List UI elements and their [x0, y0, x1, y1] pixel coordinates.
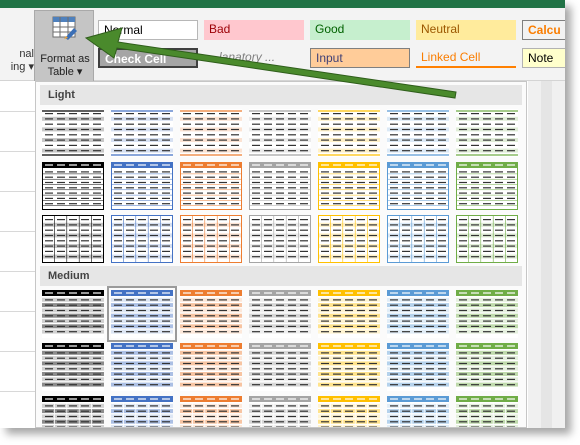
cell-style-normal[interactable]: Normal [98, 20, 198, 40]
excel-window: nal ing ▾ Format as Table ▾ Normal Bad G… [0, 0, 565, 428]
format-as-table-button[interactable]: Format as Table ▾ [34, 10, 94, 84]
table-style-medium-8[interactable] [42, 343, 104, 391]
table-style-medium-16[interactable] [111, 396, 173, 427]
grid-line [0, 351, 38, 352]
grid-line [0, 391, 38, 392]
table-style-medium-11[interactable] [249, 343, 311, 391]
cell-style-note[interactable]: Note [522, 48, 565, 68]
conditional-formatting-label-2: ing ▾ [10, 61, 34, 73]
table-style-medium-19[interactable] [318, 396, 380, 427]
medium-section-header: Medium [40, 266, 522, 286]
grid-line [0, 311, 38, 312]
table-style-gallery: Light Medium [35, 81, 527, 428]
cell-style-calculation[interactable]: Calcu [522, 20, 565, 40]
table-style-medium-10[interactable] [180, 343, 242, 391]
table-style-light-14[interactable] [456, 162, 518, 210]
table-style-light-21[interactable] [456, 215, 518, 263]
table-style-medium-1[interactable] [42, 290, 104, 338]
table-style-light-8[interactable] [42, 162, 104, 210]
table-style-medium-4[interactable] [249, 290, 311, 338]
cell-style-neutral[interactable]: Neutral [416, 20, 516, 40]
table-style-light-1[interactable] [42, 109, 104, 157]
table-style-medium-18[interactable] [249, 396, 311, 427]
table-style-medium-12[interactable] [318, 343, 380, 391]
conditional-formatting-button[interactable]: nal ing ▾ [0, 48, 34, 84]
grid-line [0, 111, 38, 112]
table-style-medium-9[interactable] [111, 343, 173, 391]
cell-style-check-cell[interactable]: Check Cell [98, 48, 198, 68]
table-style-light-7[interactable] [456, 109, 518, 157]
light-section-header: Light [40, 85, 522, 105]
title-strip [0, 0, 565, 8]
table-style-light-12[interactable] [318, 162, 380, 210]
table-style-light-2[interactable] [111, 109, 173, 157]
grid-line [0, 271, 38, 272]
table-style-light-6[interactable] [387, 109, 449, 157]
table-style-light-11[interactable] [249, 162, 311, 210]
table-style-light-15[interactable] [42, 215, 104, 263]
table-style-medium-21[interactable] [456, 396, 518, 427]
table-style-medium-7[interactable] [456, 290, 518, 338]
table-style-medium-6[interactable] [387, 290, 449, 338]
table-style-light-20[interactable] [387, 215, 449, 263]
table-style-light-10[interactable] [180, 162, 242, 210]
table-style-medium-5[interactable] [318, 290, 380, 338]
table-style-light-18[interactable] [249, 215, 311, 263]
table-style-light-13[interactable] [387, 162, 449, 210]
cell-style-input[interactable]: Input [310, 48, 410, 68]
table-style-medium-3[interactable] [180, 290, 242, 338]
grid-line [0, 151, 38, 152]
format-as-table-icon [52, 16, 77, 40]
table-style-medium-2[interactable] [107, 286, 177, 342]
table-style-medium-20[interactable] [387, 396, 449, 427]
cell-style-good[interactable]: Good [310, 20, 410, 40]
table-style-light-9[interactable] [111, 162, 173, 210]
table-style-medium-13[interactable] [387, 343, 449, 391]
table-style-medium-17[interactable] [180, 396, 242, 427]
table-style-medium-14[interactable] [456, 343, 518, 391]
grid-line [0, 231, 38, 232]
format-as-table-label: Format as Table ▾ [40, 53, 90, 78]
cell-style-linked-cell[interactable]: Linked Cell [416, 48, 516, 68]
table-style-light-19[interactable] [318, 215, 380, 263]
cell-style-bad[interactable]: Bad [204, 20, 304, 40]
conditional-formatting-label-1: nal [19, 48, 34, 60]
table-style-light-17[interactable] [180, 215, 242, 263]
table-style-light-5[interactable] [318, 109, 380, 157]
table-style-light-4[interactable] [249, 109, 311, 157]
gallery-scrollbar[interactable] [528, 81, 565, 428]
table-style-light-16[interactable] [111, 215, 173, 263]
scrollbar-track [541, 81, 552, 428]
table-style-medium-15[interactable] [42, 396, 104, 427]
ribbon: nal ing ▾ Format as Table ▾ Normal Bad G… [0, 8, 565, 84]
cell-style-explanatory[interactable]: ...lanatory ... [209, 50, 276, 64]
grid-line [0, 191, 38, 192]
table-style-light-3[interactable] [180, 109, 242, 157]
